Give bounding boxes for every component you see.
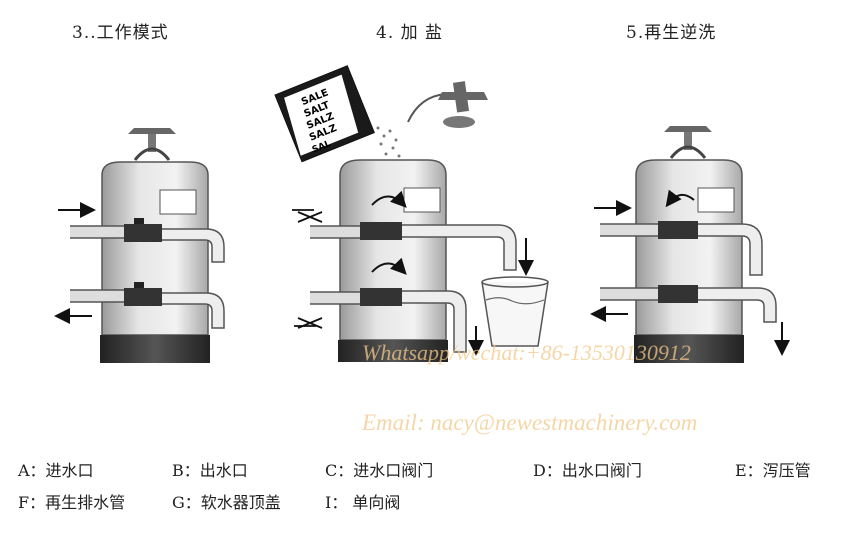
salt-grains [376,126,401,164]
watermark-email: Email: nacy@newestmachinery.com [362,410,698,435]
legend-f: F：再生排水管 [18,493,126,512]
watermark-phone: Whatsapp/wechat:+86-13530130912 [362,340,691,365]
blocked-mark [292,209,323,329]
top-cap-knob [664,126,712,159]
rotate-arrow [665,189,695,208]
inlet-pipe [70,225,131,239]
legend-d: D：出水口阀门 [533,461,642,480]
water-cup [481,276,549,347]
top-cap-knob [128,128,176,161]
valve-d [360,288,402,306]
tank-label [159,189,197,215]
tank-body [101,161,209,336]
legend-b: B：出水口 [172,461,248,480]
rotate-arrow [371,257,407,275]
unit-working-mode [54,128,225,363]
tank-label [697,187,735,213]
outlet-pipe [70,289,131,303]
step-4-title: 4. 加 盐 [376,23,444,43]
valve-c [360,222,402,240]
tank-base [100,335,210,363]
rotate-arrow [371,190,407,208]
removed-cap [407,81,488,128]
step-3-title: 3..工作模式 [72,23,169,43]
valve-d [124,288,162,306]
tank-body [635,159,743,336]
valve-c [124,224,162,242]
valve-d [658,285,698,303]
valve-c [658,221,698,239]
unit-regeneration [590,126,790,363]
legend-e: E：泻压管 [735,461,811,480]
unit-adding-salt: SALE SALT SALZ SALZ SAL [274,65,549,362]
legend-c: C：进水口阀门 [325,461,434,480]
tank-base [634,335,744,363]
step-5-title: 5.再生逆洗 [626,23,717,43]
legend-g: G：软水器顶盖 [172,493,281,512]
legend-a: A：进水口 [18,461,94,480]
salt-bag: SALE SALT SALZ SALZ SAL [274,65,375,163]
tank-base [338,340,448,362]
tank-label [403,187,441,213]
legend-i: I： 单向阀 [325,493,401,512]
tank-body [339,159,447,341]
